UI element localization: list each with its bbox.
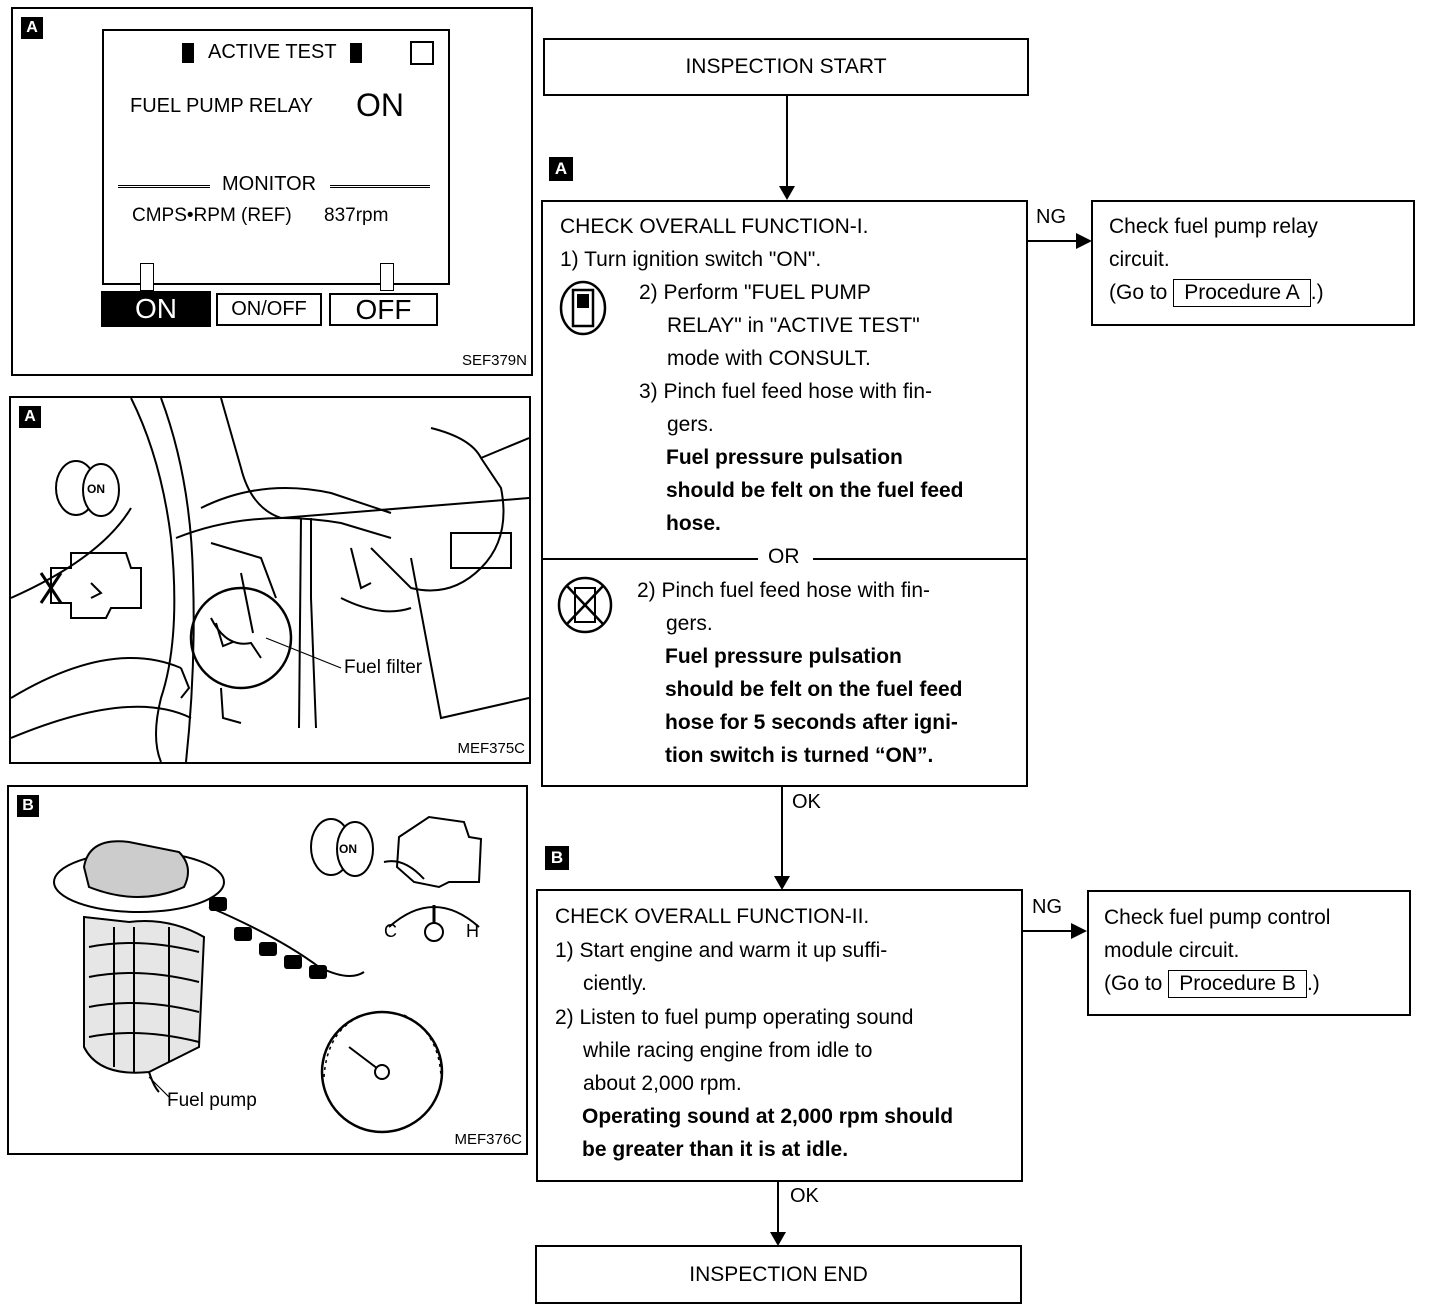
connector-line	[1028, 240, 1080, 242]
fuel-pump-illustration	[53, 815, 483, 1134]
relay-box-line-2: circuit.	[1109, 248, 1170, 271]
check-1-result-line-1: Fuel pressure pulsation	[666, 446, 903, 469]
on-off-button[interactable]: ON/OFF	[216, 293, 322, 326]
no-consult-tool-icon	[557, 576, 613, 634]
check-1-step-2-line-1: 2) Perform "FUEL PUMP	[639, 281, 871, 304]
ng-label: NG	[1032, 896, 1062, 918]
procedure-a-link[interactable]: Procedure A	[1173, 279, 1311, 307]
go-to-label: (Go to	[1104, 972, 1163, 995]
go-to-close: .)	[1310, 281, 1324, 304]
arrow-right-icon	[1071, 923, 1087, 939]
figure-code: MEF375C	[457, 740, 525, 757]
monitor-header: MONITOR	[222, 173, 317, 195]
check-1-alt-result-line-4: tion switch is turned “ON”.	[665, 744, 934, 767]
fuel-pump-panel: B ON C H Fuel pump MEF376C	[7, 785, 528, 1155]
ignition-on-label: ON	[87, 482, 105, 496]
battery-icon	[350, 43, 362, 63]
check-1-step-2-line-2: RELAY" in "ACTIVE TEST"	[667, 314, 920, 337]
gauge-hot-label: H	[466, 921, 479, 941]
connector-line	[1023, 930, 1075, 932]
check-1-alt-step-line-2: gers.	[666, 612, 713, 635]
connector-line	[786, 96, 788, 192]
finger-icon	[380, 263, 394, 291]
check-1-step-1: 1) Turn ignition switch "ON".	[560, 248, 822, 271]
inspection-start-box: INSPECTION START	[543, 38, 1029, 96]
connector-line	[781, 787, 783, 882]
consult-tool-icon	[559, 280, 607, 336]
screen-title: ACTIVE TEST	[208, 41, 337, 63]
inspection-end-label: INSPECTION END	[689, 1263, 868, 1286]
monitor-value: 837rpm	[324, 205, 389, 226]
procedure-b-link[interactable]: Procedure B	[1168, 970, 1307, 998]
control-module-box: Check fuel pump control module circuit. …	[1087, 890, 1411, 1016]
fuel-filter-illustration	[11, 398, 529, 762]
connector-line	[777, 1182, 779, 1237]
panel-tag-a: A	[19, 406, 41, 428]
ng-label: NG	[1036, 206, 1066, 228]
module-box-line-2: module circuit.	[1104, 939, 1240, 962]
check-function-1-box: CHECK OVERALL FUNCTION-I. 1) Turn igniti…	[541, 200, 1028, 787]
check-1-title: CHECK OVERALL FUNCTION-I.	[560, 215, 869, 238]
inspection-start-label: INSPECTION START	[685, 55, 887, 78]
fuel-pump-relay-box: Check fuel pump relay circuit. (Go to Pr…	[1091, 200, 1415, 326]
go-to-close: .)	[1306, 972, 1320, 995]
on-button[interactable]: ON	[101, 291, 211, 327]
check-1-alt-result-line-1: Fuel pressure pulsation	[665, 645, 902, 668]
fuel-filter-panel: A ON Fuel filter MEF375C	[9, 396, 531, 764]
inspection-end-box: INSPECTION END	[535, 1245, 1022, 1304]
relay-box-line-1: Check fuel pump relay	[1109, 215, 1318, 238]
check-2-step-2-line-2: while racing engine from idle to	[583, 1039, 873, 1062]
section-tag-b: B	[545, 846, 569, 870]
monitor-divider-left	[118, 185, 210, 192]
module-box-line-1: Check fuel pump control	[1104, 906, 1331, 929]
ok-label: OK	[790, 1185, 819, 1207]
panel-tag-a: A	[21, 17, 43, 39]
check-2-step-2-line-3: about 2,000 rpm.	[583, 1072, 742, 1095]
check-2-step-1-line-2: ciently.	[583, 972, 647, 995]
consult-screen: ACTIVE TEST FUEL PUMP RELAY ON MONITOR C…	[102, 29, 450, 291]
arrow-down-icon	[770, 1232, 786, 1246]
or-divider-right	[813, 558, 1026, 560]
or-label: OR	[768, 545, 800, 568]
monitor-divider-right	[330, 185, 430, 192]
ok-label: OK	[792, 791, 821, 813]
checkbox-icon	[410, 41, 434, 65]
fuel-pump-callout: Fuel pump	[167, 1090, 257, 1111]
check-2-result-line-1: Operating sound at 2,000 rpm should	[582, 1105, 954, 1128]
off-button[interactable]: OFF	[329, 293, 438, 326]
fuel-filter-callout: Fuel filter	[344, 657, 423, 678]
relay-box-line-3: (Go to Procedure A.)	[1109, 276, 1324, 309]
consult-screen-panel: A ACTIVE TEST FUEL PUMP RELAY ON MONITOR…	[11, 7, 533, 376]
figure-code: SEF379N	[461, 352, 527, 369]
monitor-item: CMPS•RPM (REF)	[132, 205, 292, 226]
arrow-down-icon	[774, 876, 790, 890]
gauge-cold-label: C	[384, 921, 397, 941]
section-tag-a: A	[549, 157, 573, 181]
check-1-step-2-line-3: mode with CONSULT.	[667, 347, 871, 370]
battery-icon	[182, 43, 194, 63]
check-function-2-box: CHECK OVERALL FUNCTION-II. 1) Start engi…	[536, 889, 1023, 1182]
check-2-step-1-line-1: 1) Start engine and warm it up suffi-	[555, 939, 888, 962]
module-box-line-3: (Go to Procedure B.)	[1104, 967, 1320, 1000]
check-2-title: CHECK OVERALL FUNCTION-II.	[555, 905, 870, 928]
arrow-down-icon	[779, 186, 795, 200]
check-2-result-line-2: be greater than it is at idle.	[582, 1138, 849, 1161]
check-1-alt-result-line-3: hose for 5 seconds after igni-	[665, 711, 958, 734]
check-2-step-2-line-1: 2) Listen to fuel pump operating sound	[555, 1006, 914, 1029]
or-divider-left	[543, 558, 758, 560]
finger-icon	[140, 263, 154, 291]
check-1-step-3-line-2: gers.	[667, 413, 714, 436]
panel-tag-b: B	[17, 795, 39, 817]
check-1-alt-result-line-2: should be felt on the fuel feed	[665, 678, 963, 701]
arrow-right-icon	[1076, 233, 1092, 249]
go-to-label: (Go to	[1109, 281, 1168, 304]
figure-code: MEF376C	[454, 1131, 522, 1148]
check-1-result-line-2: should be felt on the fuel feed	[666, 479, 964, 502]
check-1-result-line-3: hose.	[666, 512, 721, 535]
ignition-on-label: ON	[339, 842, 357, 856]
test-item-label: FUEL PUMP RELAY	[130, 95, 314, 117]
check-1-step-3-line-1: 3) Pinch fuel feed hose with fin-	[639, 380, 932, 403]
check-1-alt-step-line-1: 2) Pinch fuel feed hose with fin-	[637, 579, 930, 602]
test-item-value: ON	[356, 87, 404, 123]
